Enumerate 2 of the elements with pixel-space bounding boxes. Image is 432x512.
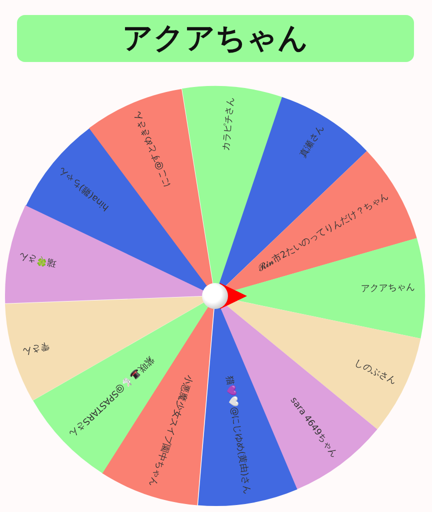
title-banner: アクアちゃん [17,15,414,62]
name-label: にこ@すとめきさん [132,110,174,189]
